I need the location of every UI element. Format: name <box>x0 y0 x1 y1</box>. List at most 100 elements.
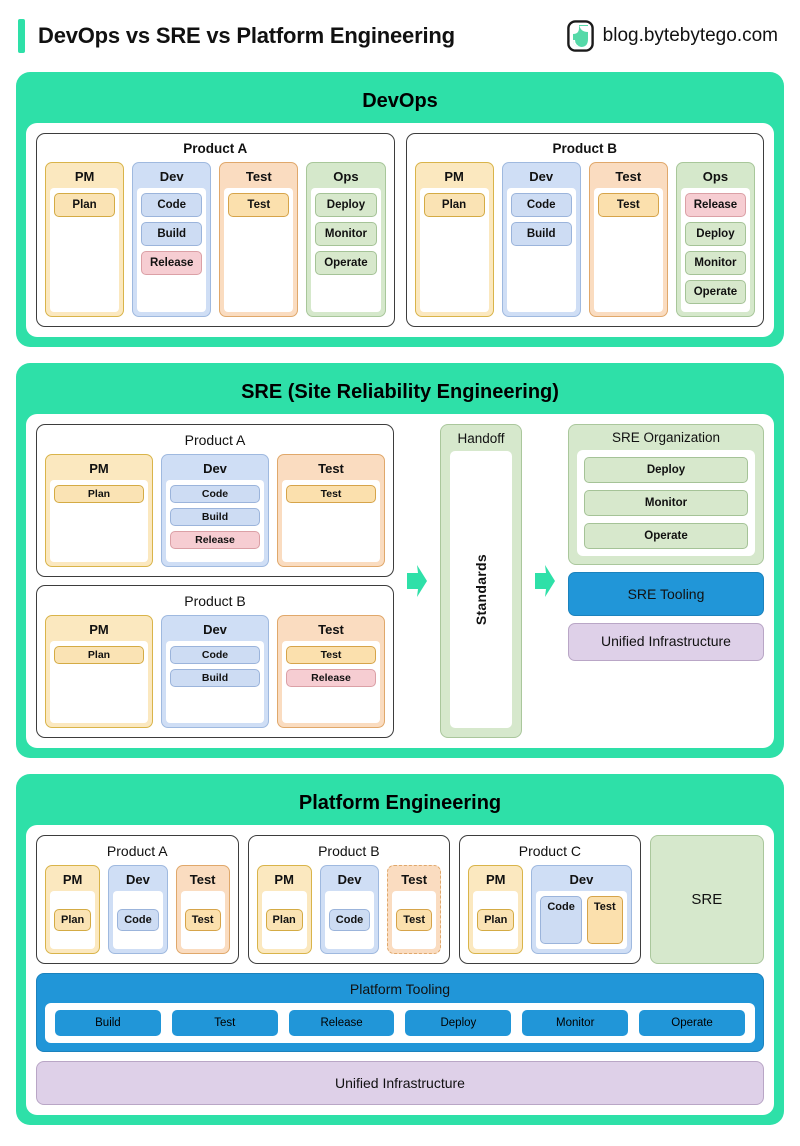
role-items: Plan <box>50 641 148 723</box>
platform-unified-infrastructure-bar: Unified Infrastructure <box>36 1061 764 1105</box>
role-title: Dev <box>569 872 594 887</box>
role-items: Plan <box>50 188 120 312</box>
product-title: Product A <box>106 843 168 859</box>
pill-code: Code <box>328 909 371 931</box>
section-sre: SRE (Site Reliability Engineering) Produ… <box>16 363 784 758</box>
pill-plan: Plan <box>477 909 515 931</box>
pill-code: Code <box>170 485 260 503</box>
sre-unified-infrastructure-bar: Unified Infrastructure <box>568 623 764 661</box>
pill-test: Test <box>597 193 659 217</box>
role-title: Dev <box>337 872 362 887</box>
pill-test: Test <box>286 485 376 503</box>
brand-url: blog.bytebytego.com <box>602 25 778 46</box>
role-title: Test <box>245 169 272 184</box>
role-title: PM <box>274 872 294 887</box>
role-title: Test <box>318 461 344 476</box>
product-title: Product A <box>183 141 248 156</box>
bytebytego-logo-icon <box>566 20 594 52</box>
standards-label: Standards <box>473 553 489 626</box>
role-title: Test <box>401 872 428 887</box>
section-title-sre: SRE (Site Reliability Engineering) <box>241 381 559 403</box>
handoff-box: Handoff Standards <box>440 424 522 738</box>
pill-deploy: Deploy <box>684 222 746 246</box>
pill-plan: Plan <box>265 909 303 931</box>
pill-test: Test <box>286 646 376 664</box>
pill-release: Release <box>286 669 376 687</box>
product-title: Product B <box>318 843 380 859</box>
title-accent-bar <box>18 19 25 53</box>
role-title: Ops <box>333 169 359 184</box>
product-title: Product A <box>184 432 246 448</box>
pill-test: Test <box>586 896 623 944</box>
right-arrow-icon <box>407 565 427 597</box>
role-box-pm: PM Plan <box>414 162 494 317</box>
pill-release: Release <box>141 251 203 275</box>
pill-plan: Plan <box>423 193 485 217</box>
pill-build: Build <box>141 222 203 246</box>
role-title: Test <box>189 872 216 887</box>
role-title: PM <box>485 872 506 887</box>
sre-tooling-bar: SRE Tooling <box>568 572 764 616</box>
arrow-to-handoff-container <box>404 424 430 738</box>
role-title: PM <box>444 169 464 184</box>
role-items: Plan <box>50 891 96 949</box>
brand-block: blog.bytebytego.com <box>566 20 786 52</box>
role-items: Test <box>593 188 663 312</box>
role-title: Test <box>615 169 642 184</box>
tool-pill-deploy: Deploy <box>405 1010 512 1036</box>
pill-code: Code <box>117 909 159 931</box>
pill-plan: Plan <box>54 909 92 931</box>
role-items: Test <box>224 188 294 312</box>
page-header: DevOps vs SRE vs Platform Engineering bl… <box>0 0 800 72</box>
pill-build: Build <box>170 669 260 687</box>
pill-code: Code <box>510 193 572 217</box>
pill-monitor: Monitor <box>584 490 748 516</box>
product-title: Product B <box>184 593 246 609</box>
role-items: Plan <box>419 188 489 312</box>
pill-test: Test <box>228 193 290 217</box>
pill-code: Code <box>170 646 260 664</box>
role-title: PM <box>62 872 83 887</box>
role-title: Test <box>318 622 344 637</box>
pill-build: Build <box>170 508 260 526</box>
pill-deploy: Deploy <box>315 193 377 217</box>
role-items: Test <box>282 480 380 562</box>
pill-monitor: Monitor <box>315 222 377 246</box>
pill-release: Release <box>684 193 746 217</box>
tool-pill-monitor: Monitor <box>522 1010 629 1036</box>
pill-operate: Operate <box>684 280 746 304</box>
tool-pill-build: Build <box>55 1010 161 1036</box>
